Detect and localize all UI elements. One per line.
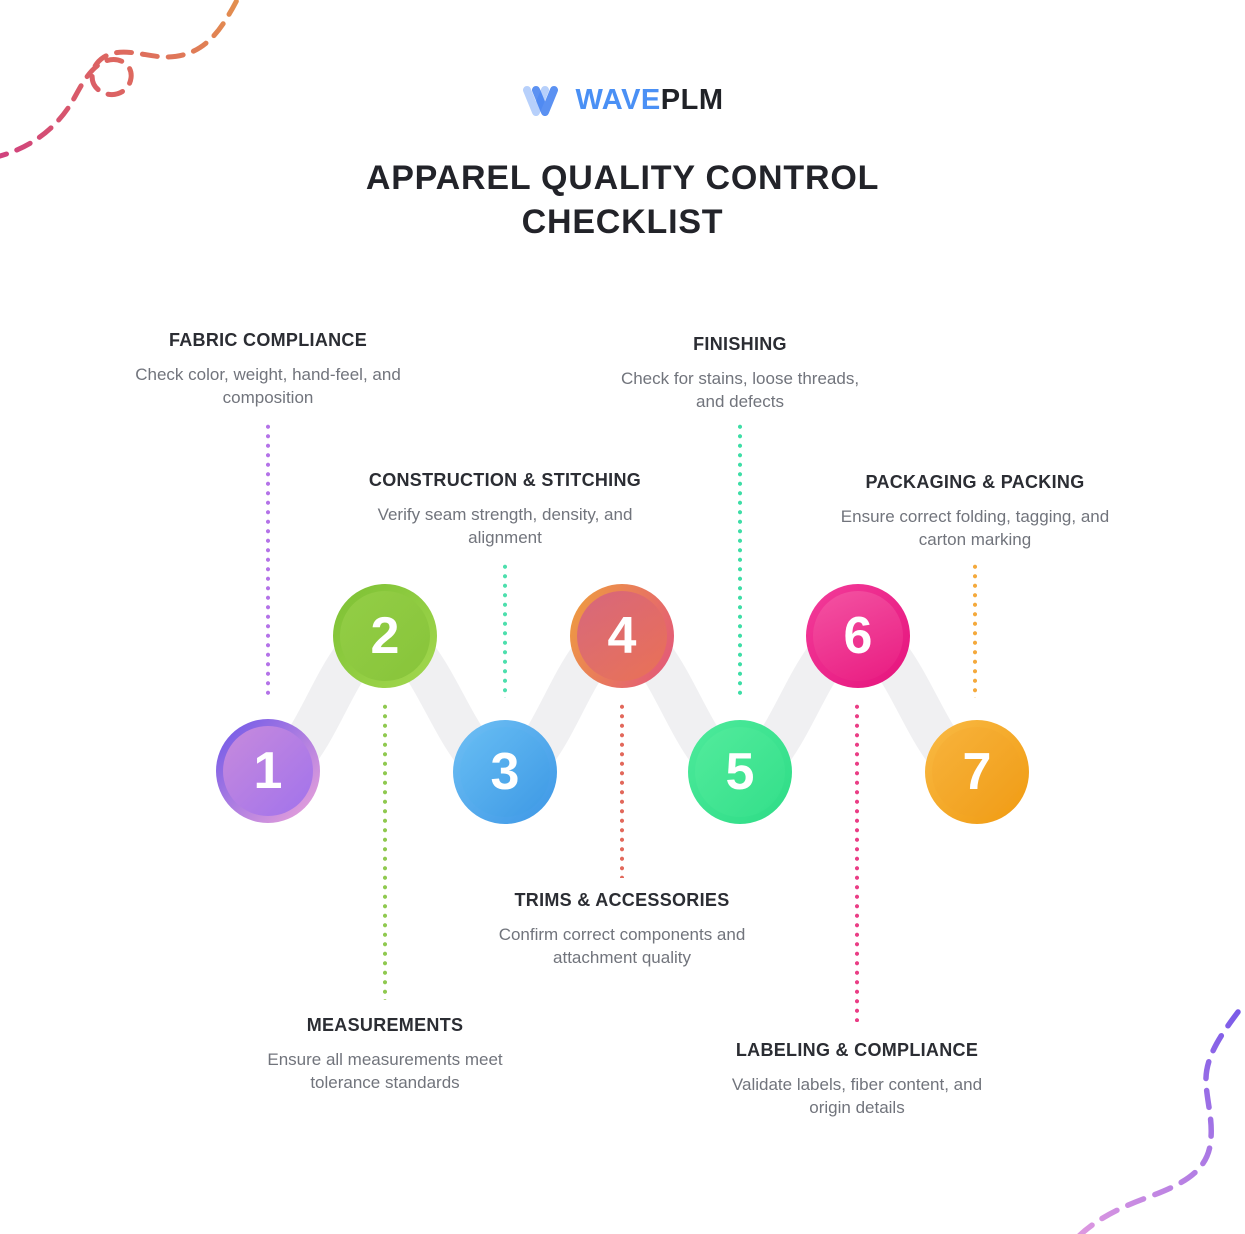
step-circle-7-inner xyxy=(932,727,1022,817)
waveplm-logo-icon xyxy=(522,85,558,116)
step-circle-2: 2 xyxy=(333,584,437,688)
decorative-dash-top-left xyxy=(0,0,240,159)
dotted-connector-7 xyxy=(973,562,977,698)
step-description: Ensure all measurements meet tolerance s… xyxy=(267,1050,503,1092)
step-description: Ensure correct folding, tagging, and car… xyxy=(840,507,1110,549)
step-title: TRIMS & ACCESSORIES xyxy=(514,890,730,910)
step-circle-6-inner xyxy=(813,591,903,681)
step-circle-1-inner xyxy=(223,726,313,816)
step-number-3: 3 xyxy=(490,743,520,801)
step-circle-2-inner xyxy=(340,591,430,681)
step-circle-1: 1 xyxy=(216,719,320,823)
step-circle-5-inner xyxy=(695,727,785,817)
page-title: APPAREL QUALITY CONTROL CHECKLIST xyxy=(0,156,1245,244)
brand-logo-text: WAVEPLM xyxy=(576,84,724,117)
brand-wave: WAVE xyxy=(575,84,661,116)
step-title: FABRIC COMPLIANCE xyxy=(168,330,368,350)
page-title-line2: CHECKLIST xyxy=(521,203,724,241)
dotted-connector-5 xyxy=(738,422,742,698)
step-circle-4: 4 xyxy=(570,584,674,688)
step-number-7: 7 xyxy=(962,743,992,801)
step-description: Verify seam strength, density, and align… xyxy=(377,505,633,547)
dotted-connector-1 xyxy=(266,422,270,698)
step-number-1: 1 xyxy=(253,742,283,800)
decorative-dash-bottom-right xyxy=(1077,1009,1241,1234)
dotted-connector-2 xyxy=(383,702,387,1000)
step-label-labeling-compliance: LABELING & COMPLIANCE Validate labels, f… xyxy=(712,1040,1002,1119)
step-label-finishing: FINISHING Check for stains, loose thread… xyxy=(605,334,875,413)
step-description: Check for stains, loose threads, and def… xyxy=(620,369,860,411)
step-number-5: 5 xyxy=(725,743,755,801)
step-label-construction-stitching: CONSTRUCTION & STITCHING Verify seam str… xyxy=(355,470,655,549)
step-circle-4-inner xyxy=(577,591,667,681)
brand-logo: WAVEPLM xyxy=(0,84,1245,117)
dotted-connector-4 xyxy=(620,702,624,878)
step-title: MEASUREMENTS xyxy=(306,1015,464,1035)
dotted-connector-3 xyxy=(503,562,507,698)
page-title-line1: APPAREL QUALITY CONTROL xyxy=(365,159,880,197)
step-label-fabric-compliance: FABRIC COMPLIANCE Check color, weight, h… xyxy=(113,330,423,409)
step-number-4: 4 xyxy=(607,607,637,665)
step-circle-3-inner xyxy=(460,727,550,817)
dotted-connector-6 xyxy=(855,702,859,1022)
step-circle-6: 6 xyxy=(806,584,910,688)
step-title: FINISHING xyxy=(693,334,787,354)
step-circle-5: 5 xyxy=(688,720,792,824)
step-title: PACKAGING & PACKING xyxy=(865,472,1085,492)
step-title: LABELING & COMPLIANCE xyxy=(735,1040,979,1060)
step-description: Check color, weight, hand-feel, and comp… xyxy=(135,365,401,407)
step-description: Confirm correct components and attachmen… xyxy=(498,925,746,967)
brand-plm: PLM xyxy=(660,84,724,116)
step-description: Validate labels, fiber content, and orig… xyxy=(731,1075,983,1117)
step-circle-7: 7 xyxy=(925,720,1029,824)
step-title: CONSTRUCTION & STITCHING xyxy=(368,470,642,490)
step-number-6: 6 xyxy=(843,607,873,665)
step-circle-3: 3 xyxy=(453,720,557,824)
step-label-trims-accessories: TRIMS & ACCESSORIES Confirm correct comp… xyxy=(477,890,767,969)
step-label-packaging-packing: PACKAGING & PACKING Ensure correct foldi… xyxy=(820,472,1130,551)
step-label-measurements: MEASUREMENTS Ensure all measurements mee… xyxy=(245,1015,525,1094)
step-number-2: 2 xyxy=(370,607,400,665)
